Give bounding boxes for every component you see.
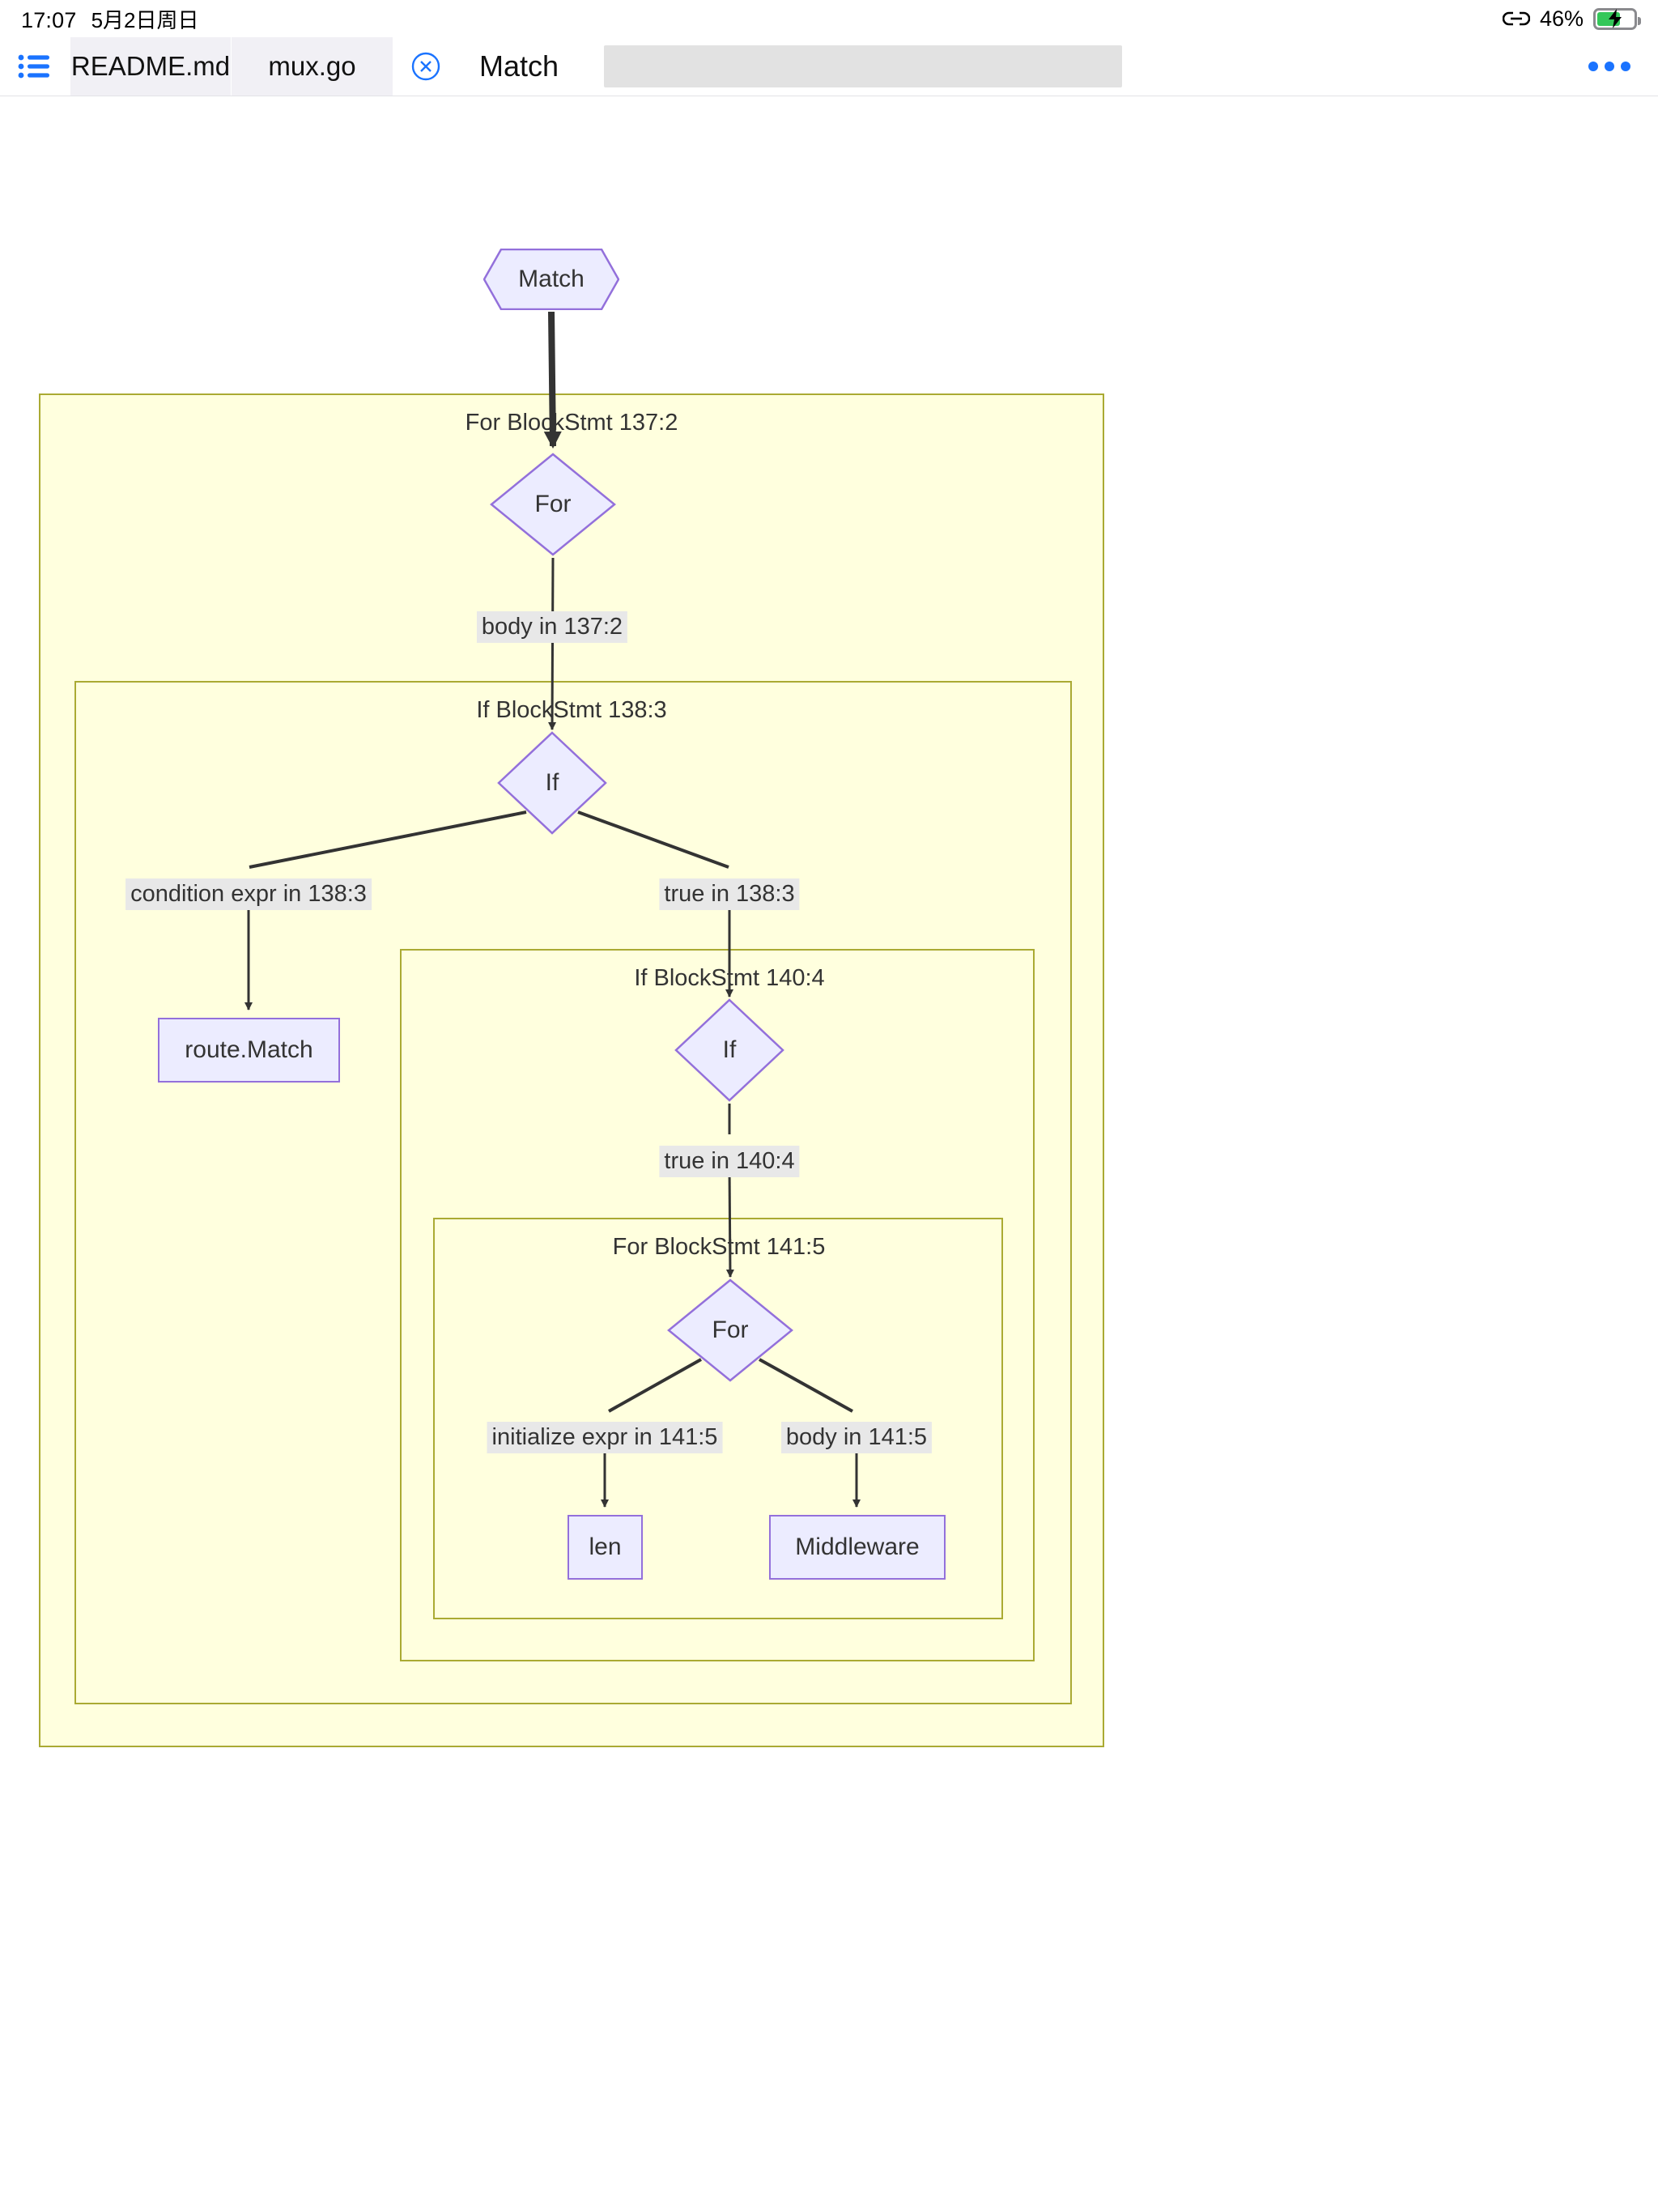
node-label: For xyxy=(534,491,572,517)
node-label: len xyxy=(589,1534,622,1560)
flowchart: For BlockStmt 137:2 If BlockStmt 138:3 I… xyxy=(0,96,1658,1747)
node-middleware[interactable]: Middleware xyxy=(769,1515,946,1580)
edge-label-body-137: body in 137:2 xyxy=(476,611,628,643)
tab-readme[interactable]: README.md xyxy=(70,37,232,96)
cluster-label-for-141: For BlockStmt 141:5 xyxy=(612,1234,826,1260)
tab-muxgo[interactable]: mux.go xyxy=(232,37,393,96)
rhombus-shape xyxy=(497,731,607,835)
more-options-button[interactable] xyxy=(1561,37,1658,96)
node-if-138[interactable]: If xyxy=(497,731,607,835)
close-circle-icon xyxy=(411,52,440,81)
hexagon-shape xyxy=(483,249,619,310)
status-date: 5月2日周日 xyxy=(91,7,199,32)
toolbar: README.md mux.go Match xyxy=(0,37,1658,96)
status-bar: 17:07 5月2日周日 46% xyxy=(0,0,1658,37)
node-label: For xyxy=(712,1317,749,1343)
node-label: If xyxy=(545,769,559,796)
more-horizontal-icon xyxy=(1588,62,1630,71)
battery-percent: 46% xyxy=(1539,6,1584,31)
diagram-canvas[interactable]: For BlockStmt 137:2 If BlockStmt 138:3 I… xyxy=(0,96,1658,2212)
node-label: route.Match xyxy=(185,1036,313,1063)
tab-label: README.md xyxy=(70,51,231,81)
node-for-141[interactable]: For xyxy=(667,1278,793,1382)
rhombus-shape xyxy=(674,998,784,1102)
list-menu-button[interactable] xyxy=(0,37,70,96)
edge-label-body-141: body in 141:5 xyxy=(780,1422,933,1453)
cluster-for-141 xyxy=(433,1218,1003,1619)
link-icon xyxy=(1502,10,1530,28)
edge-layer xyxy=(244,311,861,1508)
cluster-label-if-140: If BlockStmt 140:4 xyxy=(634,965,825,991)
status-time: 17:07 xyxy=(21,7,77,32)
status-bar-left: 17:07 5月2日周日 xyxy=(21,4,199,34)
edge-label-condition-138: condition expr in 138:3 xyxy=(125,878,372,910)
node-for-137[interactable]: For xyxy=(490,453,616,556)
cluster-label-for-137: For BlockStmt 137:2 xyxy=(465,410,678,436)
battery-charging-icon xyxy=(1593,7,1641,30)
cluster-label-if-138: If BlockStmt 138:3 xyxy=(476,697,667,723)
status-bar-right: 46% xyxy=(1502,6,1641,32)
node-label: If xyxy=(722,1036,737,1063)
edge-label-initialize-141: initialize expr in 141:5 xyxy=(487,1422,723,1453)
node-label: Middleware xyxy=(795,1534,920,1560)
tab-label: mux.go xyxy=(268,51,356,81)
node-route-match[interactable]: route.Match xyxy=(158,1018,340,1083)
rhombus-shape xyxy=(490,453,616,556)
node-if-140[interactable]: If xyxy=(674,998,784,1102)
address-field[interactable] xyxy=(604,45,1123,87)
node-match[interactable]: Match xyxy=(483,249,619,310)
rhombus-shape xyxy=(667,1278,793,1382)
node-label: Match xyxy=(518,266,585,292)
list-menu-icon xyxy=(18,54,49,79)
page-title: Match xyxy=(479,49,559,83)
edge-label-true-140: true in 140:4 xyxy=(659,1146,800,1177)
document-title: Match xyxy=(458,37,580,96)
edge-label-true-138: true in 138:3 xyxy=(659,878,800,910)
node-len[interactable]: len xyxy=(568,1515,643,1580)
close-tab-button[interactable] xyxy=(393,37,458,96)
